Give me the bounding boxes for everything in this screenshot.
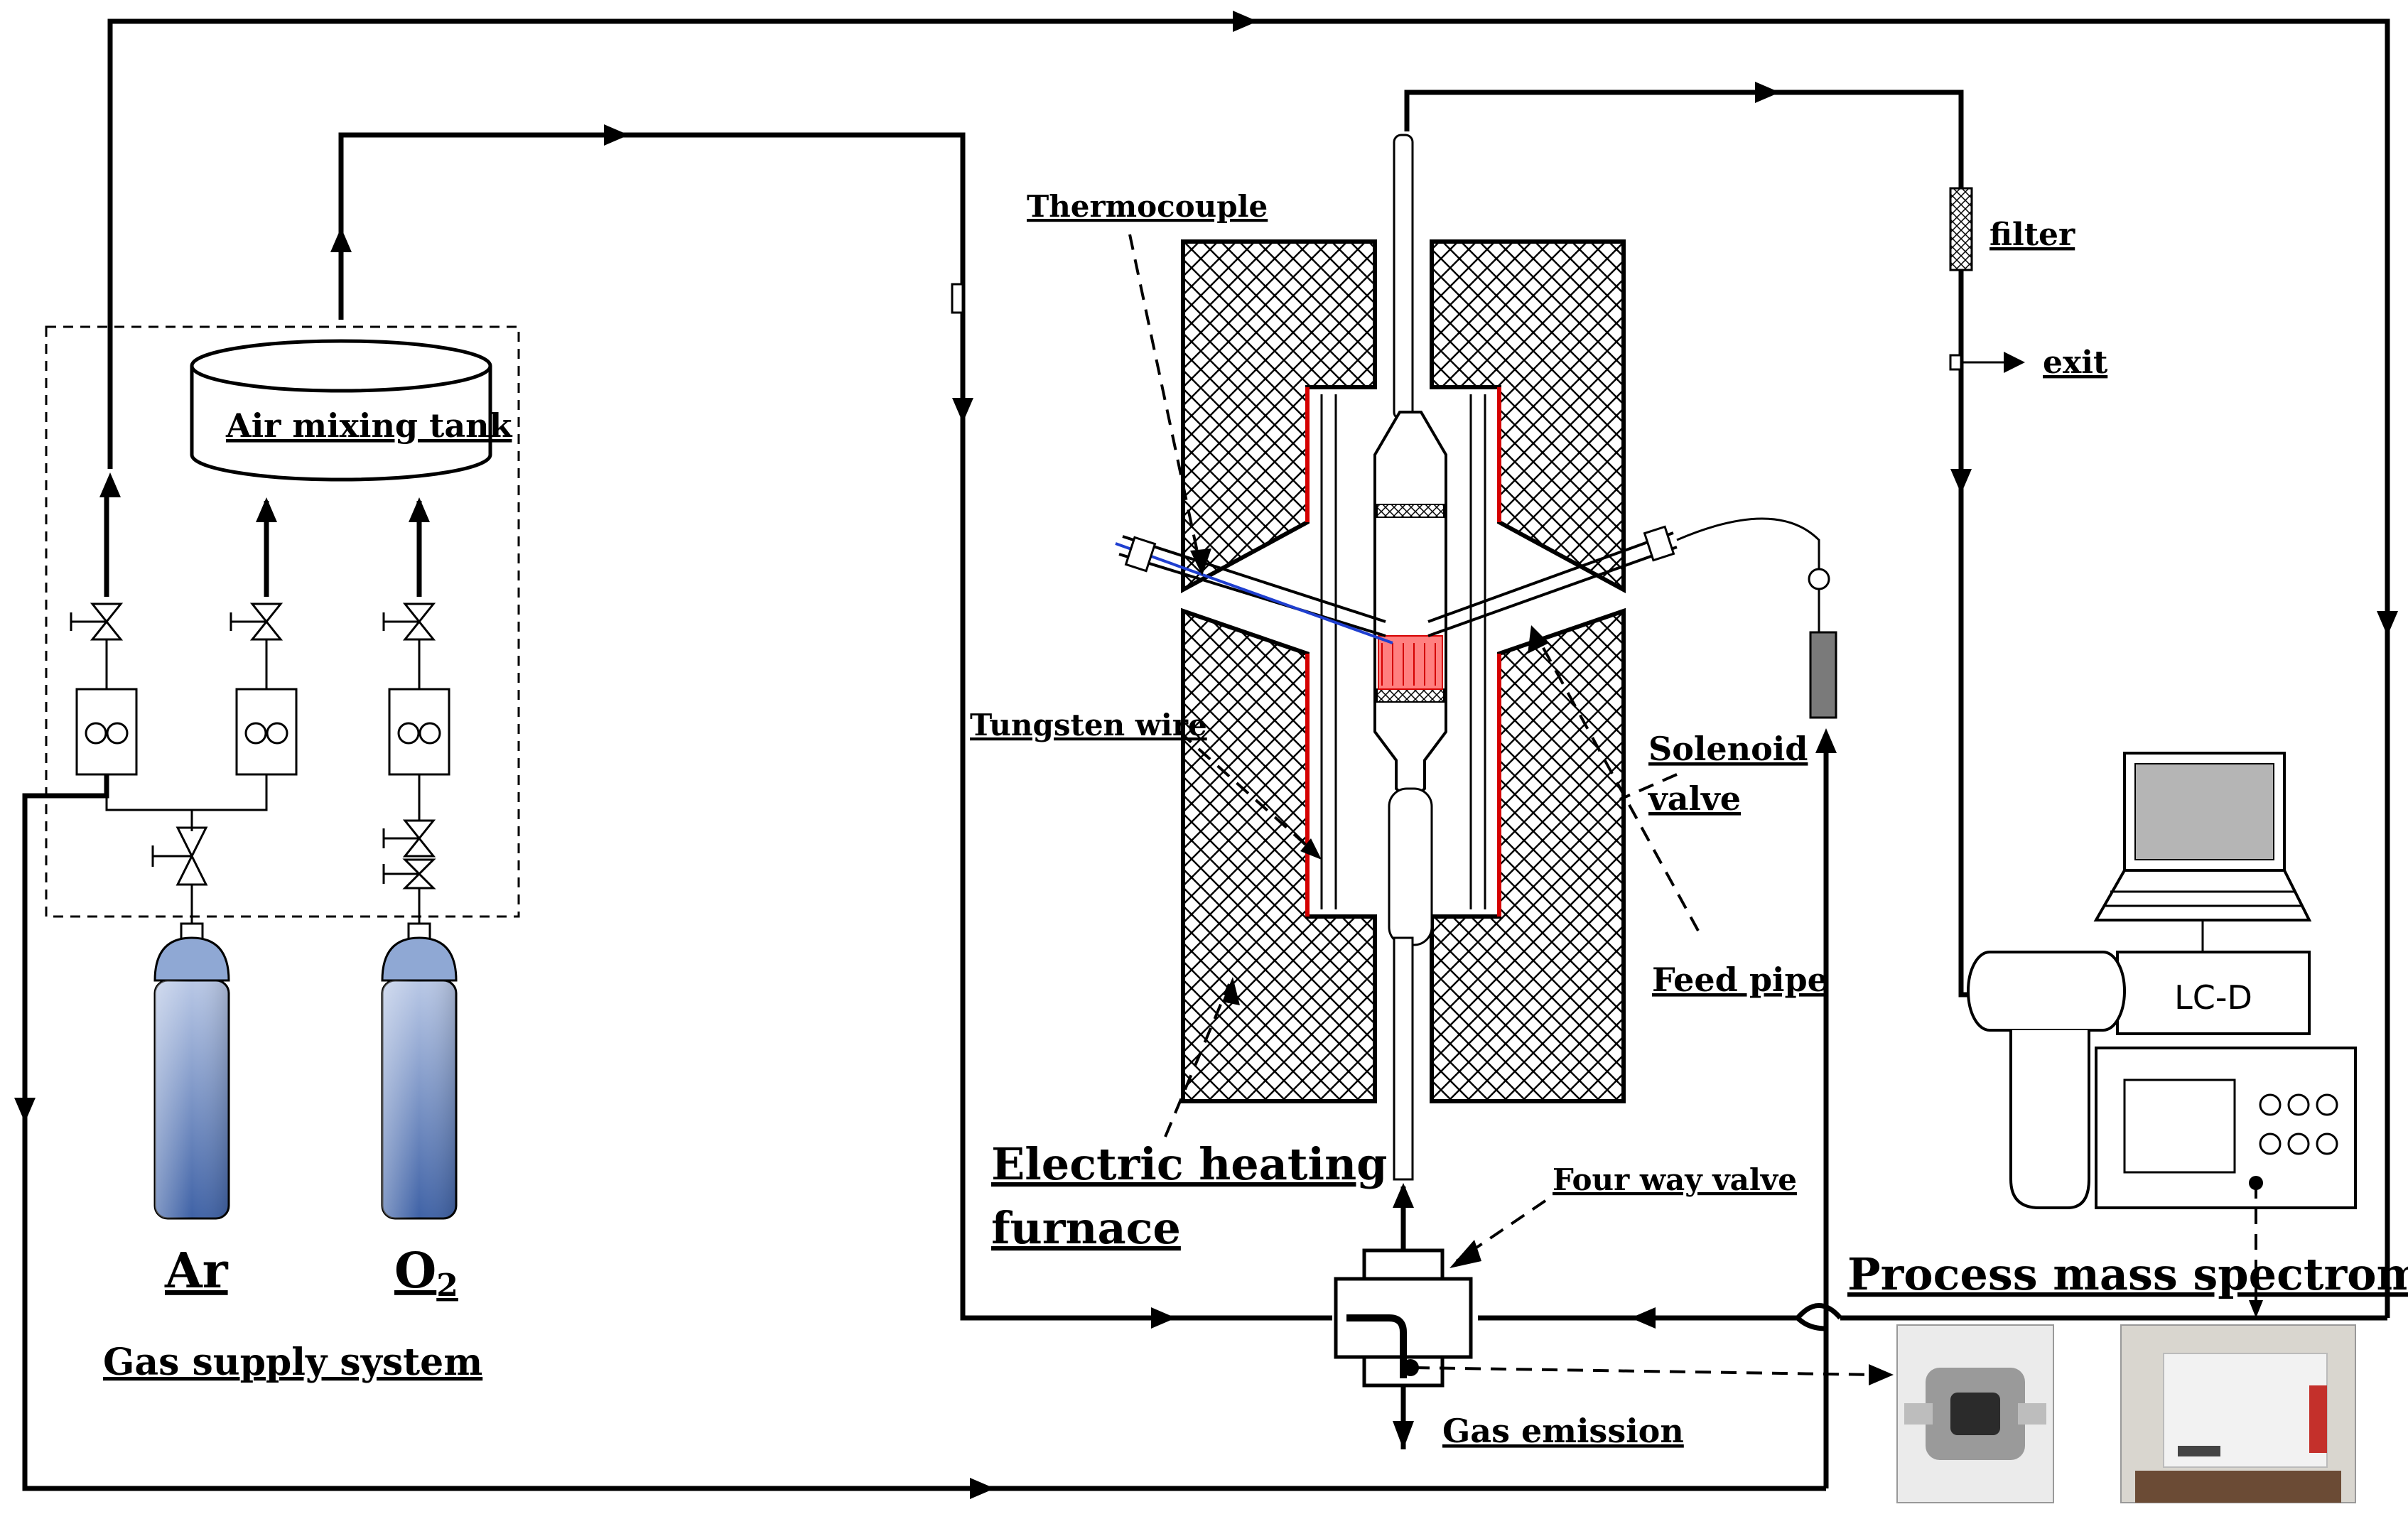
ar-cylinder <box>153 922 230 1220</box>
inlet-tee <box>951 283 964 314</box>
leader-lines <box>1128 234 1894 1385</box>
label-furnace-1: Electric heating <box>991 1138 1388 1190</box>
label-process-mass-spectrometer: Process mass spectrometer <box>1847 1248 2408 1300</box>
label-thermocouple: Thermocouple <box>1027 189 1268 224</box>
label-four-way-valve: Four way valve <box>1553 1162 1797 1197</box>
pump-icon <box>1967 951 2126 1209</box>
laptop-icon <box>2093 752 2312 952</box>
gas-supply-system <box>45 325 520 1220</box>
mass-flow-controllers <box>75 688 450 776</box>
exit-tee <box>1949 354 1962 371</box>
label-exit: exit <box>2043 345 2108 381</box>
label-furnace-2: furnace <box>991 1202 1181 1254</box>
labels: Thermocouple filter exit Air mixing tank… <box>103 189 2408 1450</box>
label-solenoid-valve-1: Solenoid <box>1648 730 1808 768</box>
label-ar: Ar <box>164 1243 229 1299</box>
label-lcd: LC-D <box>2174 978 2252 1017</box>
reactor-tube <box>1115 134 1837 1181</box>
label-o2: O2 <box>394 1243 458 1304</box>
label-solenoid-valve-2: valve <box>1648 779 1741 818</box>
air-mixing-tank <box>190 339 492 482</box>
label-filter: filter <box>1989 217 2075 253</box>
solenoid-valve-body <box>1809 631 1837 719</box>
electric-heating-furnace <box>1181 239 1626 1103</box>
mass-spectrometer <box>1967 752 2357 1318</box>
four-way-valve <box>1334 1248 1473 1388</box>
label-feed-pipe: Feed pipe <box>1652 961 1828 999</box>
label-tungsten-wire: Tungsten wire <box>970 708 1207 742</box>
label-air-mixing-tank: Air mixing tank <box>225 406 513 445</box>
flow-arrows <box>14 11 2398 1499</box>
filter-element <box>1949 187 1973 271</box>
spectrometer-photo <box>2120 1324 2356 1503</box>
label-gas-supply-system: Gas supply system <box>103 1341 482 1384</box>
o2-cylinder <box>381 922 458 1220</box>
label-gas-emission: Gas emission <box>1442 1412 1684 1450</box>
valve-photo <box>1896 1324 2054 1503</box>
needle-valves-top <box>70 602 436 689</box>
